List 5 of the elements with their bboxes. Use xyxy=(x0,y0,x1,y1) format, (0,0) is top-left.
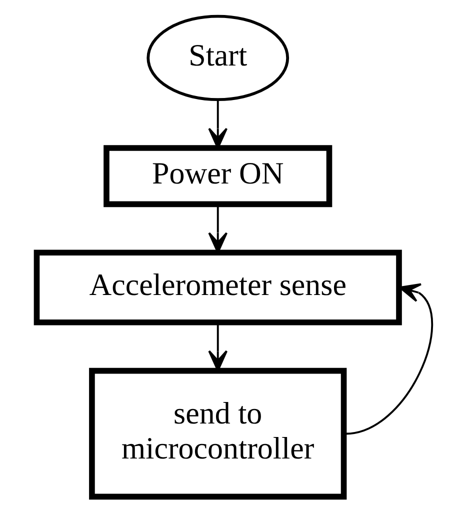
arrow xyxy=(346,283,434,435)
node-box: Power ON xyxy=(104,145,332,208)
node-ellipse: Start xyxy=(146,14,290,102)
node-box: Accelerometer sense xyxy=(34,250,402,326)
node-box: send to microcontroller xyxy=(89,368,347,500)
